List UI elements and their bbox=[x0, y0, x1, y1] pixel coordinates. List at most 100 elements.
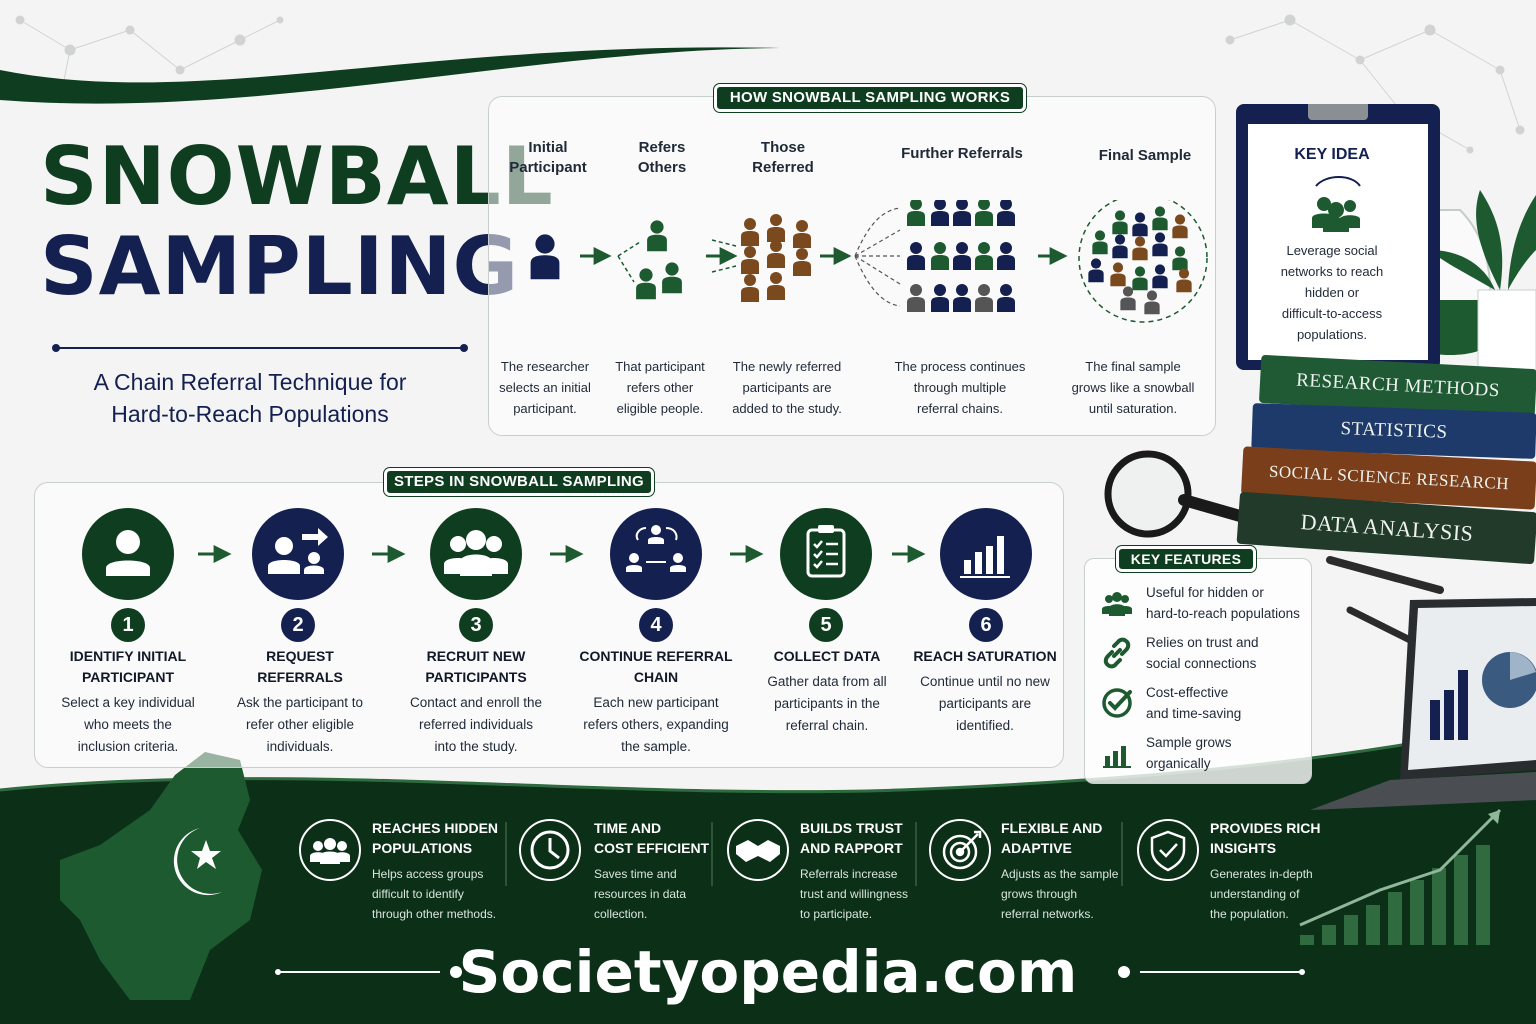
bar-chart-icon bbox=[960, 536, 1010, 578]
benefit-desc: to participate. bbox=[800, 907, 873, 921]
benefit-desc: difficult to identify bbox=[372, 887, 464, 901]
key-idea-title: KEY IDEA bbox=[1294, 146, 1370, 163]
step-3-number: 3 bbox=[459, 608, 493, 642]
target-icon bbox=[942, 830, 982, 870]
person-icon bbox=[106, 530, 150, 576]
shield-check-icon bbox=[1150, 830, 1186, 872]
key-idea-line: hidden or bbox=[1304, 285, 1360, 300]
check-icon bbox=[1102, 688, 1132, 718]
benefit-desc: through other methods. bbox=[372, 907, 497, 921]
key-feature-text: Useful for hidden or bbox=[1146, 585, 1264, 600]
people-icon bbox=[1102, 592, 1132, 616]
step-2: REQUEST REFERRALS Ask the participant to… bbox=[222, 646, 378, 758]
key-idea-line: difficult-to-access bbox=[1281, 306, 1383, 321]
group-icon bbox=[444, 530, 508, 576]
page-title-line-2: SAMPLING bbox=[40, 220, 520, 313]
page-title-line-1: SNOWBALL bbox=[40, 130, 554, 223]
step-desc: Continue until no new bbox=[920, 674, 1050, 689]
step-desc: Gather data from all bbox=[767, 674, 887, 689]
benefit-desc: Saves time and bbox=[594, 867, 677, 881]
benefit-title: REACHES HIDDEN bbox=[372, 820, 499, 836]
stage-5-desc-line: The final sample bbox=[1085, 359, 1181, 374]
subtitle-line-1: A Chain Referral Technique for bbox=[93, 369, 407, 395]
step-title: REACH SATURATION bbox=[913, 648, 1057, 664]
stage-4-desc-line: referral chains. bbox=[917, 401, 1003, 416]
stage-desc-2: That participant refers other eligible p… bbox=[604, 356, 716, 419]
key-feature-text: Sample grows bbox=[1146, 735, 1232, 750]
step-title: PARTICIPANTS bbox=[425, 669, 527, 685]
people-icon bbox=[310, 838, 350, 864]
step-title: CONTINUE REFERRAL CHAIN bbox=[579, 648, 733, 685]
stage-3-head-line-2: Referred bbox=[752, 159, 814, 176]
benefit-desc: Referrals increase bbox=[800, 867, 898, 881]
step-6-number: 6 bbox=[969, 608, 1003, 642]
step-desc: individuals. bbox=[266, 739, 334, 754]
step-2-circle bbox=[252, 508, 344, 600]
further-referrals-group-icon bbox=[907, 200, 1015, 312]
stage-2-desc-line: eligible people. bbox=[616, 401, 704, 416]
initial-participant-icon bbox=[530, 234, 560, 280]
brand-website[interactable]: Societyopedia.com bbox=[458, 938, 1078, 1006]
benefit-title: TIME AND bbox=[594, 820, 662, 836]
step-title: COLLECT DATA bbox=[773, 648, 881, 664]
stage-desc-4: The process continues through multiple r… bbox=[880, 356, 1040, 419]
benefit-title: BUILDS TRUST bbox=[800, 820, 903, 836]
benefit-title: ADAPTIVE bbox=[1001, 840, 1072, 856]
step-desc: refers others, expanding bbox=[583, 717, 729, 732]
stage-4-desc-line: The process continues bbox=[894, 359, 1026, 374]
stage-2-head-line-1: Refers bbox=[638, 139, 686, 156]
key-idea-line: Leverage social bbox=[1286, 243, 1378, 258]
step-desc: participants are bbox=[938, 696, 1032, 711]
benefit-desc: grows through bbox=[1001, 887, 1078, 901]
benefit-title: COST EFFICIENT bbox=[594, 840, 710, 856]
step-6: REACH SATURATION Continue until no new p… bbox=[910, 646, 1060, 737]
stage-2-desc-line: That participant bbox=[615, 359, 705, 374]
step-5-number: 5 bbox=[809, 608, 843, 642]
key-feature-text: social connections bbox=[1146, 656, 1257, 671]
key-feature-4: Sample grows organically bbox=[1100, 732, 1310, 776]
step-title: IDENTIFY INITIAL bbox=[69, 648, 187, 664]
title-block: SNOWBALL SAMPLING bbox=[40, 130, 554, 313]
key-feature-text: hard-to-reach populations bbox=[1146, 606, 1300, 621]
how-it-works-diagram bbox=[530, 200, 1208, 323]
stage-5-desc-line: grows like a snowball bbox=[1071, 380, 1195, 395]
benefit-icons bbox=[299, 819, 1199, 886]
step-desc: Ask the participant to bbox=[236, 695, 364, 710]
key-feature-text: organically bbox=[1146, 756, 1211, 771]
steps-icons bbox=[82, 508, 1032, 600]
benefit-desc: Helps access groups bbox=[372, 867, 484, 881]
benefit-title: AND RAPPORT bbox=[800, 840, 903, 856]
chain-icon bbox=[626, 525, 686, 572]
step-1: IDENTIFY INITIAL PARTICIPANT Select a ke… bbox=[46, 646, 210, 758]
benefit-desc: Adjusts as the sample bbox=[1001, 867, 1119, 881]
stage-2-desc-line: refers other bbox=[626, 380, 694, 395]
step-title: RECRUIT NEW bbox=[426, 648, 526, 664]
step-desc: refer other eligible bbox=[245, 717, 355, 732]
link-icon bbox=[1103, 637, 1131, 669]
key-idea-line: networks to reach bbox=[1280, 264, 1384, 279]
benefit-title: INSIGHTS bbox=[1210, 840, 1277, 856]
step-title: PARTICIPANT bbox=[81, 669, 175, 685]
step-4-number: 4 bbox=[639, 608, 673, 642]
stage-1-head-line-2: Participant bbox=[509, 159, 587, 176]
stage-1-desc-line: participant. bbox=[513, 401, 577, 416]
clock-icon bbox=[530, 830, 570, 870]
key-idea-text: Leverage social networks to reach hidden… bbox=[1262, 240, 1402, 345]
step-5: COLLECT DATA Gather data from all partic… bbox=[752, 646, 902, 737]
subtitle-line-2: Hard-to-Reach Populations bbox=[111, 401, 389, 427]
benefit-desc: resources in data bbox=[594, 887, 687, 901]
stage-desc-5: The final sample grows like a snowball u… bbox=[1060, 356, 1206, 419]
benefit-desc: referral networks. bbox=[1001, 907, 1094, 921]
benefit-desc: the population. bbox=[1210, 907, 1289, 921]
growth-icon bbox=[1103, 746, 1131, 768]
benefit-3: BUILDS TRUST AND RAPPORT Referrals incre… bbox=[800, 818, 924, 924]
benefit-1: REACHES HIDDEN POPULATIONS Helps access … bbox=[372, 818, 512, 924]
key-features-label: KEY FEATURES bbox=[1116, 546, 1256, 572]
checklist-clipboard-icon bbox=[806, 525, 846, 578]
benefit-title: FLEXIBLE AND bbox=[1001, 820, 1103, 836]
benefit-5: PROVIDES RICH INSIGHTS Generates in-dept… bbox=[1210, 818, 1330, 924]
stage-desc-3: The newly referred participants are adde… bbox=[718, 356, 856, 419]
benefit-title: PROVIDES RICH bbox=[1210, 820, 1321, 836]
